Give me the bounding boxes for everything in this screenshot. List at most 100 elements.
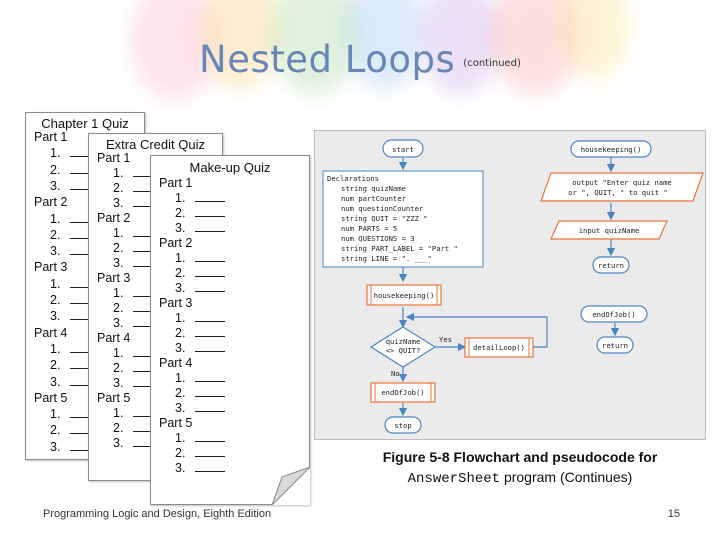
declarations-heading: Declarations — [327, 174, 379, 183]
quiz-question-line: 2. — [50, 358, 101, 373]
quit-decision — [369, 326, 437, 368]
quiz-question-line: 1. — [175, 431, 226, 445]
yes-label: Yes — [439, 335, 452, 344]
quiz-row-text: Part 1 — [159, 176, 193, 190]
quiz-row-text: 3. — [113, 256, 124, 270]
quiz-row-text: Part 2 — [97, 211, 131, 225]
quiz-row-text: Part 2 — [159, 236, 193, 250]
answer-blank — [70, 148, 101, 158]
quiz-part-heading: Part 4 — [34, 326, 67, 340]
stop-terminal — [384, 416, 422, 434]
slide-title-text: Nested Loops — [199, 38, 456, 81]
quiz-part-heading: Part 5 — [97, 391, 130, 405]
quiz-question-line: 1. — [175, 251, 226, 265]
quiz-part-heading: Part 5 — [34, 391, 67, 405]
decision-line-2: <> QUIT? — [386, 346, 421, 355]
quiz-row-text: 1. — [175, 431, 186, 445]
quiz-question-line: 2. — [113, 181, 164, 195]
answer-blank — [133, 258, 164, 267]
quiz-question-line: 2. — [50, 293, 101, 307]
answer-blank — [133, 303, 164, 312]
quiz-part-heading: Part 3 — [97, 271, 130, 285]
end-of-job-header-terminal — [580, 305, 648, 323]
hk-input-parallelogram — [550, 220, 668, 240]
end-of-job-header-label: endOfJob() — [592, 310, 635, 319]
answer-blank — [195, 448, 226, 457]
quiz-row-text: 2. — [50, 423, 61, 438]
quiz-question-line: 2. — [175, 386, 226, 400]
detail-loop-call-box — [464, 337, 534, 358]
page-number: 15 — [667, 508, 680, 520]
quiz-row-text: 1. — [113, 166, 124, 180]
caption-line-1: Figure 5-8 Flowchart and pseudocode for — [382, 449, 658, 465]
hk-return-terminal — [592, 256, 630, 274]
hk-output-parallelogram — [540, 172, 704, 202]
quiz-question-line: 3. — [50, 374, 101, 389]
declaration-line: num QUESTIONS = 3 — [341, 234, 415, 243]
quiz-row-text: 3. — [175, 461, 186, 475]
quiz-question-line: 1. — [113, 226, 164, 240]
quiz-row-text: 2. — [50, 162, 61, 177]
answer-blank — [195, 193, 226, 202]
title-backdrop — [0, 0, 720, 110]
answer-blank — [133, 423, 164, 432]
quiz-row-text: 2. — [50, 358, 61, 373]
quiz-row-text: Part 4 — [97, 331, 131, 345]
answer-blank — [195, 403, 226, 412]
answer-blank — [195, 223, 226, 232]
answer-blank — [195, 343, 226, 352]
quiz-question-line: 2. — [113, 301, 164, 315]
declaration-line: num PARTS = 5 — [341, 224, 397, 233]
quiz-row-text: 1. — [175, 311, 186, 325]
quiz-question-line: 2. — [113, 421, 164, 435]
answer-blank — [133, 198, 164, 207]
answer-blank — [195, 328, 226, 337]
declaration-line: string QUIT = "ZZZ " — [341, 214, 428, 223]
quiz-row-text: 1. — [50, 276, 61, 291]
quiz-question-line: 2. — [113, 361, 164, 375]
answer-blank — [195, 283, 226, 292]
quiz-question-line: 3. — [50, 309, 101, 323]
quiz-row-text: Part 3 — [97, 271, 131, 285]
answer-blank — [133, 348, 164, 357]
answer-blank — [70, 344, 101, 353]
end-of-job-call-box — [370, 382, 436, 403]
quiz-part-heading: Part 3 — [34, 260, 67, 274]
answer-blank — [133, 183, 164, 192]
quiz-row-text: 1. — [50, 146, 61, 161]
quiz-row-text: 3. — [50, 374, 61, 389]
hk-output-line-2: or ", QUIT, " to quit " — [568, 188, 668, 197]
declaration-line: string LINE = ". ___" — [341, 254, 432, 263]
answer-blank — [70, 425, 101, 435]
quiz-question-line: 2. — [175, 266, 226, 280]
declaration-line: num partCounter — [341, 194, 407, 203]
answer-blank — [70, 230, 101, 239]
quiz-row-text: Part 1 — [97, 151, 131, 165]
quiz-row-text: 1. — [113, 346, 124, 360]
quiz-row-text: 3. — [175, 401, 186, 415]
quiz-row-text: 1. — [50, 211, 61, 226]
quiz-question-line: 1. — [113, 286, 164, 300]
slide-title-suffix: (continued) — [463, 58, 521, 69]
quiz-row-text: 2. — [175, 266, 186, 280]
quiz-row-text: 2. — [175, 386, 186, 400]
quiz-question-line: 1. — [50, 211, 101, 226]
quiz-row-text: 2. — [113, 361, 124, 375]
quiz-row-text: 2. — [113, 241, 124, 255]
answer-blank — [133, 408, 164, 417]
quiz-row-text: Part 2 — [34, 195, 68, 210]
decision-line-1: quizName — [386, 337, 421, 346]
quiz-row-text: 2. — [175, 446, 186, 460]
detail-loop-call-label: detailLoop() — [473, 343, 525, 352]
answer-blank — [133, 228, 164, 237]
quiz-question-line: 3. — [113, 196, 164, 210]
answer-blank — [195, 253, 226, 262]
quiz-part-heading: Part 3 — [159, 296, 192, 310]
quiz-question-line: 3. — [175, 341, 226, 355]
housekeeping-call-box — [366, 284, 442, 306]
extra-credit-quiz-title: Extra Credit Quiz — [106, 137, 205, 152]
quiz-row-text: Part 4 — [159, 356, 193, 370]
answer-blank — [195, 268, 226, 277]
